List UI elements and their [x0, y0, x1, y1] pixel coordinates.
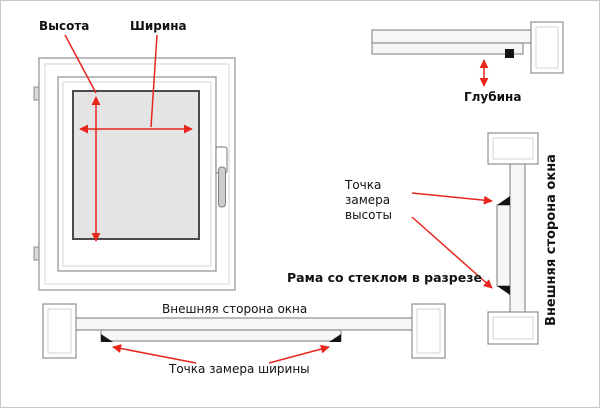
bottom-glass-strip: [57, 317, 431, 331]
depth-label: Глубина: [464, 90, 522, 104]
depth-profile-view: [371, 21, 564, 87]
side-frame-bevel-top: [492, 137, 534, 160]
width-point-label: Точка замера ширины: [169, 362, 310, 376]
window-front-view: [33, 34, 236, 291]
width-point-mark-left: [101, 334, 113, 342]
window-hinge-bottom-icon: [33, 246, 40, 261]
side-frame-bevel-bottom: [492, 316, 534, 340]
depth-profile-bottom-strip: [371, 42, 524, 55]
window-hinge-top-icon: [33, 86, 40, 101]
bottom-frame-bevel-right: [416, 308, 441, 354]
side-glass-strip: [509, 150, 526, 322]
depth-measure-mark: [505, 49, 514, 58]
window-frame-bevel: [44, 63, 230, 285]
width-point-arrow-left: [112, 344, 197, 364]
height-point-arrow-top: [411, 192, 493, 205]
width-label: Ширина: [130, 19, 187, 33]
window-glass-pane: [72, 90, 200, 240]
height-point-mark-bottom: [497, 286, 510, 295]
width-leader-line: [150, 34, 158, 128]
side-section-view: [411, 132, 539, 345]
depth-profile-frame-bevel: [535, 26, 559, 69]
width-point-arrow-right: [268, 344, 330, 364]
bottom-frame-bevel-left: [47, 308, 72, 354]
height-point-label: Точка замера высоты: [345, 178, 392, 222]
side-sash-strip: [496, 204, 511, 287]
window-handle-grip-icon: [218, 166, 226, 208]
height-point-arrow-bottom: [411, 216, 493, 289]
bottom-sash-strip: [100, 329, 342, 342]
section-caption: Рама со стеклом в разрезе: [287, 270, 482, 285]
bottom-section-view: [42, 303, 446, 364]
window-sash-bevel: [62, 81, 212, 267]
width-point-mark-right: [329, 334, 341, 342]
height-label: Высота: [39, 19, 90, 33]
height-point-mark-top: [497, 196, 510, 205]
outer-side-label-horizontal: Внешняя сторона окна: [162, 302, 308, 316]
depth-profile-top-strip: [371, 29, 537, 44]
height-leader-line: [64, 34, 97, 94]
outer-side-label-vertical: Внешняя сторона окна: [544, 154, 559, 326]
